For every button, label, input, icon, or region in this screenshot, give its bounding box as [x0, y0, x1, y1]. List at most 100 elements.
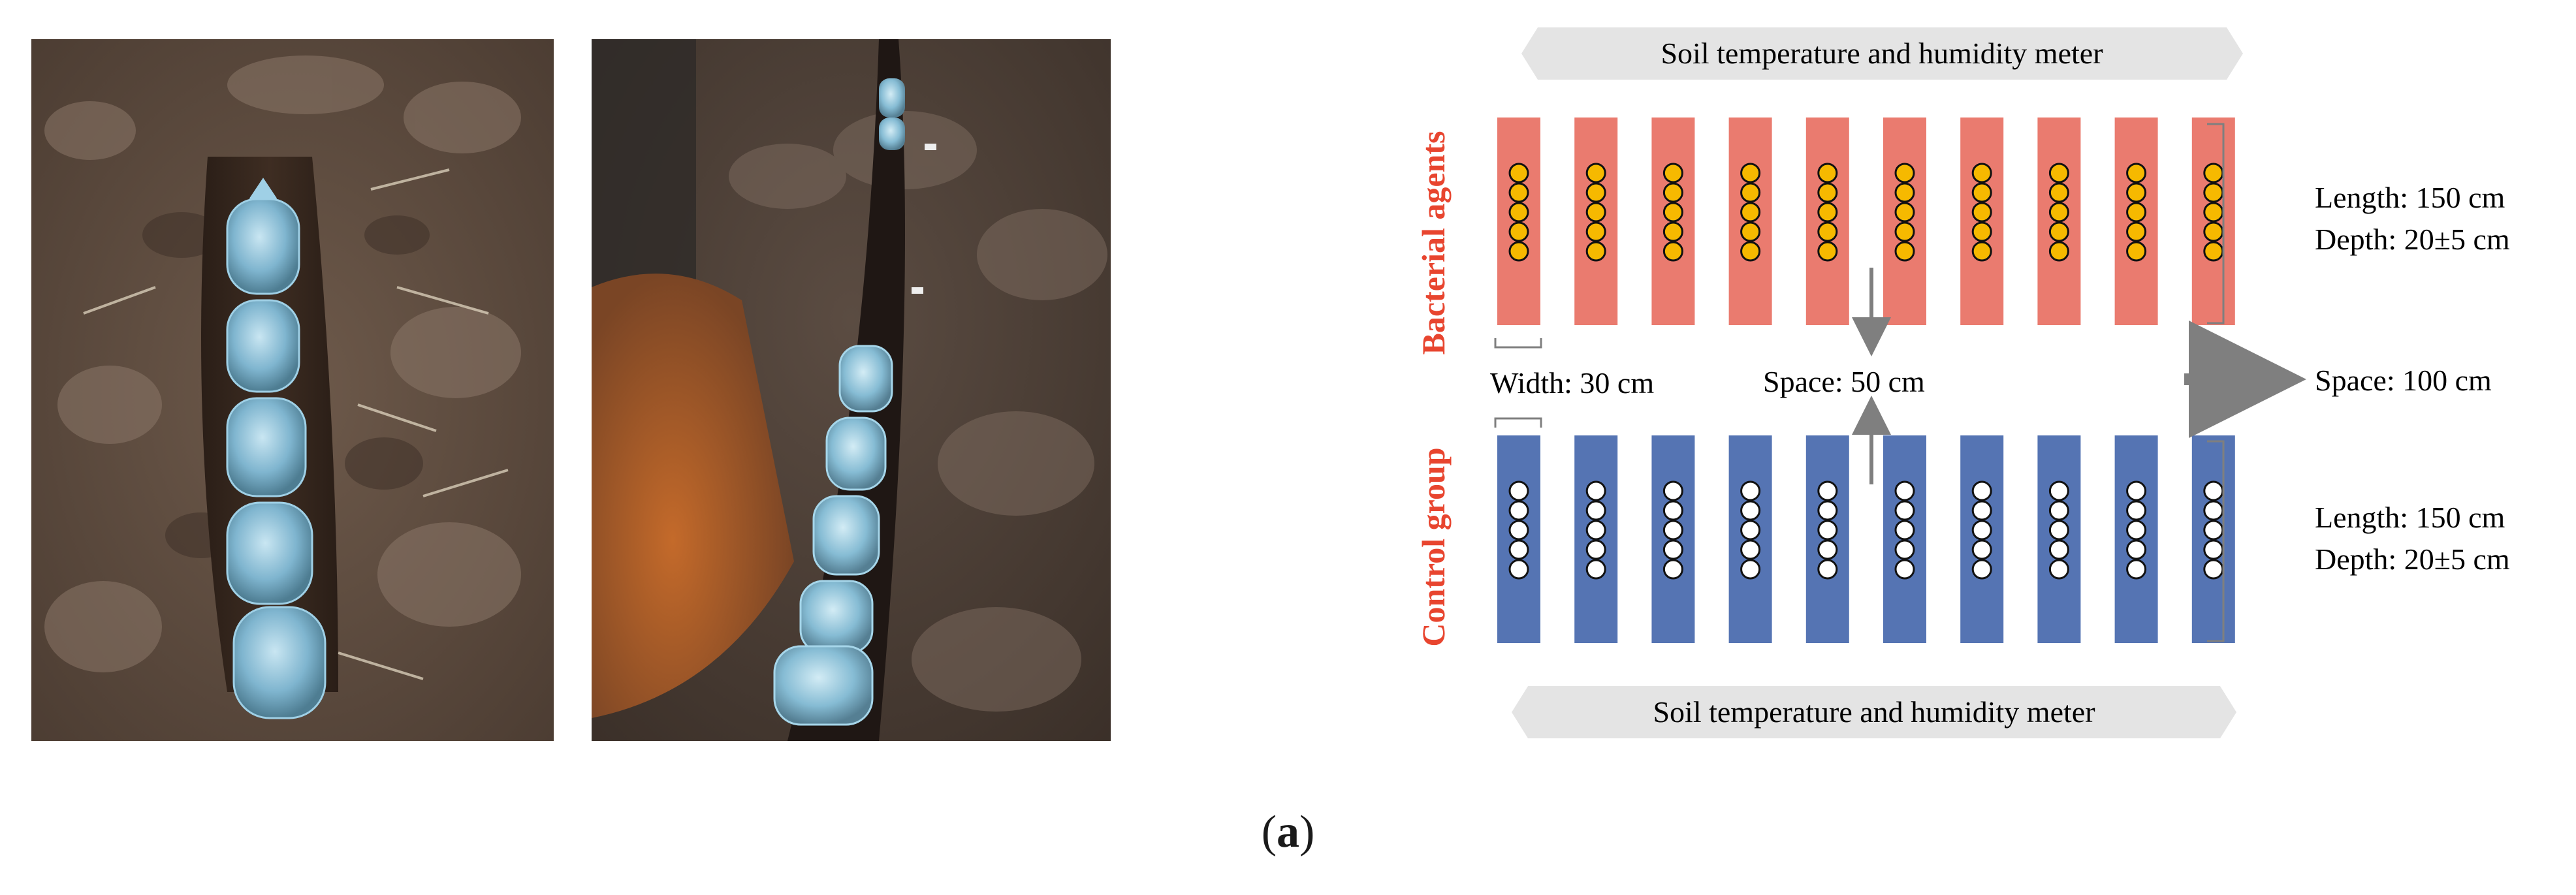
control-bag — [1585, 480, 1606, 501]
bacterial-bag — [1508, 182, 1529, 203]
control-bag — [2126, 559, 2147, 580]
bacterial-bag — [1817, 163, 1838, 183]
bacterial-bag — [2126, 202, 2147, 223]
bacterial-bag — [1662, 241, 1683, 262]
bacterial-bag — [1971, 202, 1992, 223]
bacterial-bag — [1971, 241, 1992, 262]
control-bag — [1740, 480, 1761, 501]
bacterial-bag — [2126, 182, 2147, 203]
bacterial-bag — [1740, 221, 1761, 242]
control-bag — [1894, 520, 1915, 541]
bacterial-bag — [1740, 202, 1761, 223]
control-bag — [1662, 520, 1683, 541]
bacterial-bag — [1508, 202, 1529, 223]
control-bag — [2126, 480, 2147, 501]
control-bag — [2126, 500, 2147, 521]
bacterial-agent-strips — [1497, 118, 2235, 325]
control-bag — [1817, 539, 1838, 560]
bacterial-bag — [1662, 221, 1683, 242]
width-label: Width: 30 cm — [1490, 366, 1654, 400]
bacterial-bag — [1662, 202, 1683, 223]
width-bracket-bottom — [1494, 417, 1542, 428]
bacterial-bag — [1971, 182, 1992, 203]
bacterial-bag — [2048, 221, 2069, 242]
bacterial-bag — [1894, 241, 1915, 262]
bacterial-bag — [1817, 182, 1838, 203]
bacterial-bag — [2048, 241, 2069, 262]
control-bag — [1817, 520, 1838, 541]
control-bag — [1585, 539, 1606, 560]
bacterial-bag — [1817, 241, 1838, 262]
control-bag — [2126, 539, 2147, 560]
bacterial-bag — [2203, 221, 2224, 242]
bacterial-bag — [1585, 202, 1606, 223]
control-bag — [1740, 500, 1761, 521]
bacterial-row-label: Bacterial agents — [1415, 131, 1452, 355]
control-bag — [1971, 480, 1992, 501]
bacterial-bag — [1585, 221, 1606, 242]
control-bag — [1585, 500, 1606, 521]
control-bag — [1971, 500, 1992, 521]
bacterial-bag — [1508, 163, 1529, 183]
control-bag — [1662, 559, 1683, 580]
control-bag — [1585, 559, 1606, 580]
bacterial-bag — [2203, 241, 2224, 262]
control-row-label: Control group — [1415, 447, 1452, 646]
control-bag — [1508, 520, 1529, 541]
control-bag — [1894, 500, 1915, 521]
control-bag — [2203, 559, 2224, 580]
width-bracket-top — [1494, 338, 1542, 349]
control-bag — [1662, 480, 1683, 501]
control-bag — [2048, 539, 2069, 560]
control-bag — [1894, 480, 1915, 501]
control-bag — [1971, 559, 1992, 580]
caption-letter: a — [1277, 807, 1299, 857]
bottom-meter-banner: Soil temperature and humidity meter — [1512, 686, 2236, 738]
space-between-plots-label: Space: 100 cm — [2315, 364, 2492, 397]
bottom-meter-label: Soil temperature and humidity meter — [1653, 695, 2095, 729]
control-bag — [1508, 559, 1529, 580]
bacterial-bag — [1740, 163, 1761, 183]
control-bag — [1817, 480, 1838, 501]
bacterial-bag — [1740, 182, 1761, 203]
control-bag — [1894, 539, 1915, 560]
bacterial-bag — [1971, 221, 1992, 242]
control-bag — [1817, 500, 1838, 521]
control-group-strips — [1497, 435, 2235, 643]
control-bag — [1971, 520, 1992, 541]
trench-photo-left — [31, 39, 554, 741]
bacterial-bag — [2126, 221, 2147, 242]
control-length-label: Length: 150 cm — [2315, 501, 2505, 534]
bacterial-bag — [1894, 182, 1915, 203]
control-bag — [2048, 559, 2069, 580]
bacterial-bag — [2048, 202, 2069, 223]
space-between-rows-label: Space: 50 cm — [1763, 365, 1925, 398]
bacterial-bag — [1817, 202, 1838, 223]
control-bag — [2203, 480, 2224, 501]
bacterial-bag — [2126, 163, 2147, 183]
bacterial-bag — [1508, 221, 1529, 242]
trench-photo-right — [592, 39, 1111, 741]
control-bag — [1662, 500, 1683, 521]
bacterial-bag — [1894, 221, 1915, 242]
top-meter-label: Soil temperature and humidity meter — [1661, 37, 2103, 70]
bacterial-bag — [1817, 221, 1838, 242]
control-bag — [1971, 539, 1992, 560]
bacterial-bag — [2203, 182, 2224, 203]
control-bag — [2203, 500, 2224, 521]
bacterial-bag — [1585, 163, 1606, 183]
control-bag — [1662, 539, 1683, 560]
bacterial-bag — [1585, 182, 1606, 203]
bacterial-bag — [1585, 241, 1606, 262]
bacterial-bag — [1508, 241, 1529, 262]
control-bag — [1508, 480, 1529, 501]
control-bag — [1585, 520, 1606, 541]
control-bag — [1894, 559, 1915, 580]
top-meter-banner: Soil temperature and humidity meter — [1521, 27, 2243, 80]
control-bag — [2048, 480, 2069, 501]
control-bag — [1740, 539, 1761, 560]
bacterial-bag — [2126, 241, 2147, 262]
bacterial-bag — [1662, 182, 1683, 203]
control-bag — [1508, 539, 1529, 560]
